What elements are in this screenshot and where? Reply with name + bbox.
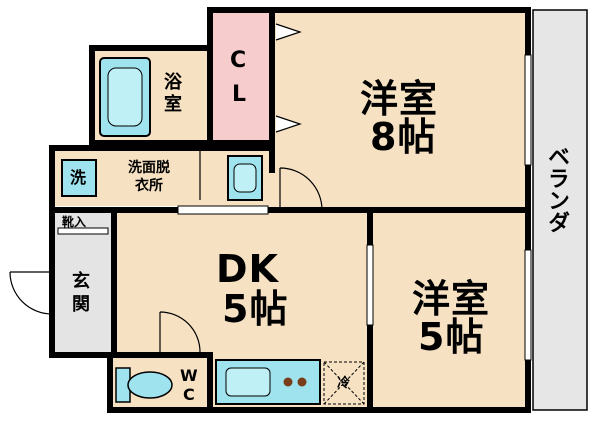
dk-name: DK: [216, 247, 279, 291]
room-western-5-floor: [372, 212, 528, 410]
washroom-label: 洗面脱 衣所: [128, 160, 170, 194]
dk-size: 5帖: [222, 287, 289, 331]
toilet-bowl: [127, 371, 173, 399]
toilet-label: W C: [180, 366, 198, 405]
room-western-8-floor: [270, 10, 528, 210]
entrance-floor: [52, 212, 114, 355]
fridge-label: 冷: [337, 376, 351, 391]
windows: [366, 54, 532, 361]
room-western-5-name: 洋室: [412, 277, 491, 321]
closet-floor: [210, 10, 270, 142]
dk-floor: [114, 212, 372, 355]
closet-label-c: C: [230, 48, 247, 73]
kitchen-sink: [225, 367, 271, 397]
shoe-box-label: 靴入: [62, 215, 87, 229]
room-western-8-name: 洋室: [360, 77, 439, 121]
balcony-label: ベランダ: [544, 145, 569, 233]
balcony-area: [532, 9, 588, 411]
entrance-label: 玄 関: [72, 271, 90, 316]
room-western-8-size: 8帖: [370, 115, 437, 159]
fridge-space: [323, 361, 365, 405]
stove-burner: [297, 377, 307, 387]
washer-label: 洗: [70, 168, 87, 187]
doors: [9, 23, 323, 353]
closet-label-l: L: [232, 82, 247, 107]
bath-label: 浴 室: [164, 72, 182, 115]
stove-burner: [283, 377, 293, 387]
washer-box: [61, 159, 97, 197]
walls: [49, 7, 531, 413]
room-western-5-size: 5帖: [418, 315, 485, 359]
